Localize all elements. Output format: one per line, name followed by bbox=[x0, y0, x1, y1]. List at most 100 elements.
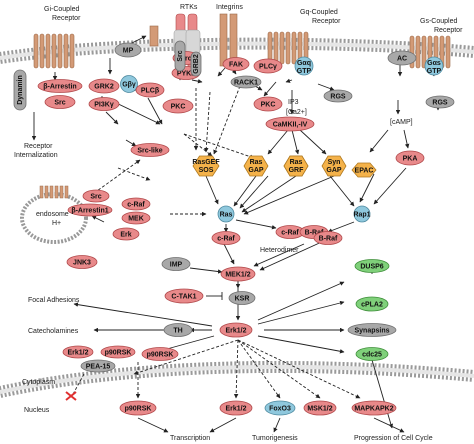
receptor-internalization-label-1: Receptor bbox=[24, 143, 53, 150]
beta-arrestin-label: β-Arrestin bbox=[43, 84, 76, 91]
syn-gap-label-top: Syn bbox=[328, 159, 341, 166]
braf-label: B-Raf bbox=[305, 230, 324, 237]
beta-arrestin-node bbox=[37, 79, 83, 93]
mek12-node bbox=[220, 266, 256, 282]
src-arr-label: Src bbox=[54, 100, 65, 107]
gby-node bbox=[120, 75, 138, 93]
fak-node bbox=[222, 57, 250, 71]
pkc-left-label: PKC bbox=[171, 104, 186, 111]
plcb-label: PLCβ bbox=[141, 88, 160, 95]
pyk2-label: PYK2 bbox=[177, 71, 195, 78]
grb2-node bbox=[190, 51, 202, 77]
rgs-q-node bbox=[323, 89, 353, 103]
ctak1-label: C-TAK1 bbox=[171, 294, 196, 301]
rap1-node bbox=[353, 205, 371, 223]
ras-gap1-label-bottom: GAP bbox=[248, 167, 264, 174]
rtks-label: RTKs bbox=[180, 4, 198, 11]
gq-receptor-label-2: Receptor bbox=[312, 18, 341, 25]
tumorigenesis-label: Tumorigenesis bbox=[252, 435, 298, 442]
th-node bbox=[163, 323, 193, 337]
dynamin-label: Dynamin bbox=[17, 75, 24, 105]
ras-gap1-node bbox=[243, 155, 269, 177]
gq-gtp-node bbox=[294, 56, 314, 76]
blocked-translocation-icon bbox=[65, 391, 77, 401]
mek12-label: MEK1/2 bbox=[225, 272, 250, 279]
p90rsk-mid-node bbox=[141, 347, 179, 361]
gs-receptor-label-1: Gs-Coupled bbox=[420, 18, 457, 25]
syn-gap-node bbox=[321, 155, 347, 177]
cdc25-node bbox=[355, 347, 389, 361]
src-endo-node bbox=[82, 189, 110, 203]
craf2-label: c-Raf bbox=[281, 230, 299, 237]
erk-endo-label: Erk bbox=[120, 232, 131, 239]
rasgef-node bbox=[192, 155, 220, 177]
gq-receptor-label-1: Gq-Coupled bbox=[300, 9, 338, 16]
mek-endo-node bbox=[121, 211, 151, 225]
src-int-node bbox=[174, 40, 186, 72]
imp-label: IMP bbox=[170, 262, 183, 269]
gi-receptor-label-1: Gi-Coupled bbox=[44, 6, 80, 13]
p90-pea-node bbox=[100, 345, 136, 359]
rgs-s-node bbox=[425, 95, 455, 109]
camk-node bbox=[265, 116, 315, 132]
ras-grf-node bbox=[283, 155, 309, 177]
erk-pea-a-label: Erk1/2 bbox=[67, 350, 88, 357]
rack1-label: RACK1 bbox=[234, 80, 258, 87]
ip3-label: IP3 bbox=[288, 99, 299, 106]
rgs-q-label: RGS bbox=[330, 94, 346, 101]
pkc-left-node bbox=[162, 98, 194, 114]
pea15-node bbox=[80, 359, 116, 373]
pea15-label: PEA-15 bbox=[86, 364, 111, 371]
gq-gtp-label-top: Gαq bbox=[297, 60, 311, 67]
receptor-internalization-label-2: Internalization bbox=[14, 152, 58, 159]
craf-label: c-Raf bbox=[217, 236, 235, 243]
p90rsk-mid-label: p90RSK bbox=[147, 352, 174, 359]
rgs-s-label: RGS bbox=[432, 100, 448, 107]
camk-label: CaMKII,-IV bbox=[273, 122, 308, 129]
msk12-label: MSK1/2 bbox=[307, 406, 332, 413]
synapsins-label: Synapsins bbox=[354, 328, 389, 335]
craf-endo-label: c-Raf bbox=[127, 202, 145, 209]
focal-adhesions-label: Focal Adhesions bbox=[28, 297, 80, 304]
pkc-right-label: PKC bbox=[261, 102, 276, 109]
dynamin-node bbox=[13, 69, 27, 111]
ac-label: AC bbox=[397, 56, 407, 63]
small-receptor bbox=[149, 25, 159, 47]
erk-pea-a-node bbox=[62, 345, 94, 359]
cdc25-label: cdc25 bbox=[362, 352, 382, 359]
rack1-node bbox=[230, 75, 262, 89]
gi-coupled-receptor: Gi-Coupled Receptor bbox=[33, 6, 81, 69]
calcium-label: [Ca2+] bbox=[286, 109, 307, 116]
gq-gtp-label-bottom: GTP bbox=[297, 68, 312, 75]
p90rsk-nuc-node bbox=[119, 400, 157, 416]
src-like-label: Src-like bbox=[137, 148, 162, 155]
ras-grf-label-top: Ras bbox=[290, 159, 303, 166]
gi-receptor-label-2: Receptor bbox=[52, 15, 81, 22]
mp-node bbox=[114, 42, 142, 58]
th-label: TH bbox=[173, 328, 182, 335]
jnk3-label: JNK3 bbox=[73, 260, 91, 267]
rasgef-label-bottom: SOS bbox=[199, 167, 214, 174]
endosome-label: endosome bbox=[36, 211, 69, 218]
ras-label: Ras bbox=[220, 212, 233, 219]
erk12-nuc-label: Erk1/2 bbox=[225, 406, 246, 413]
mek-endo-label: MEK bbox=[128, 216, 144, 223]
cpla2-label: cPLA2 bbox=[361, 302, 383, 309]
endosome: endosome H+ bbox=[20, 185, 88, 244]
dusp6-label: DUSP6 bbox=[360, 264, 383, 271]
barr1-label: β-Arrestin1 bbox=[71, 208, 108, 215]
barr1-node bbox=[67, 203, 113, 217]
src-top-label: Src bbox=[180, 56, 191, 63]
src-int-label: Src bbox=[177, 50, 184, 61]
grk2-label: GRK2 bbox=[94, 84, 114, 91]
integrins-label: Integrins bbox=[216, 4, 243, 11]
ras-gap1-label-top: Ras bbox=[250, 159, 263, 166]
plcg-label: PLCγ bbox=[259, 64, 277, 71]
braf2-label: B-Raf bbox=[319, 236, 338, 243]
p90-pea-label: p90RSK bbox=[105, 350, 132, 357]
erk12-node bbox=[219, 322, 253, 338]
craf-endo-node bbox=[121, 197, 151, 211]
pi3k-node bbox=[88, 97, 120, 111]
erk12-label: Erk1/2 bbox=[225, 328, 246, 335]
